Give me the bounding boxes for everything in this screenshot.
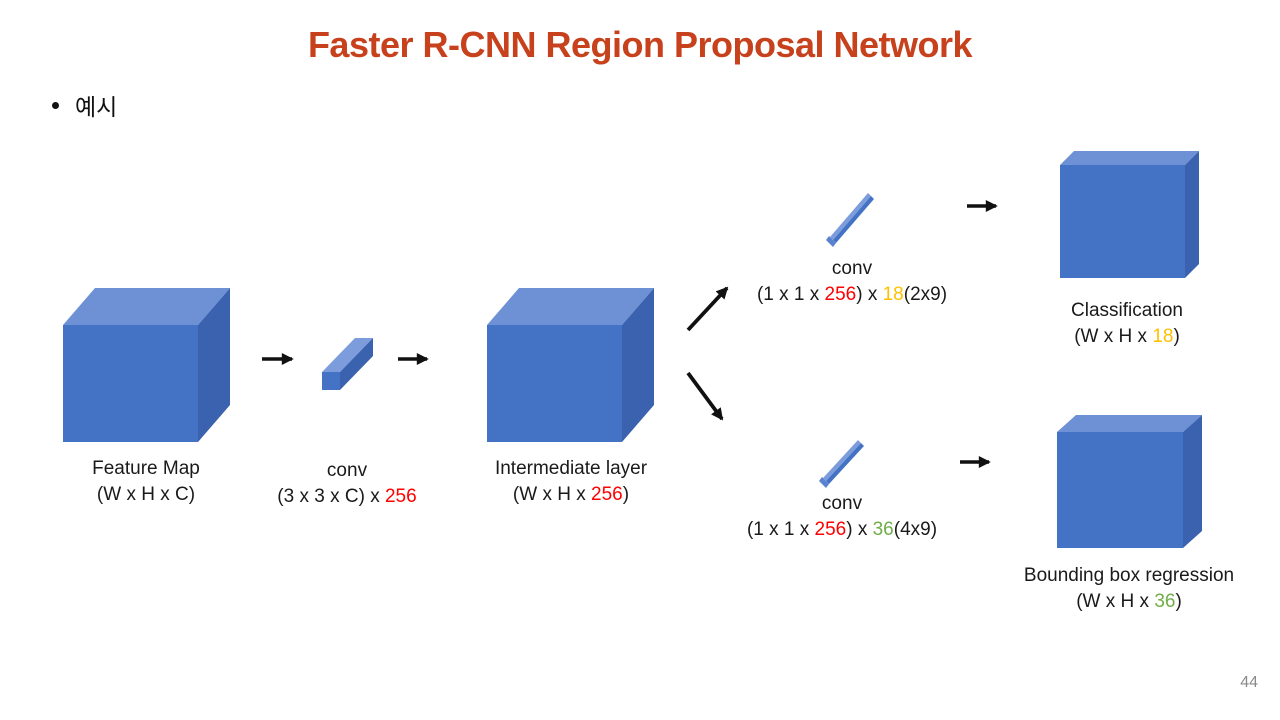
bbox-title: Bounding box regression (1023, 565, 1235, 586)
classification-label: Classification (W x H x 18) (1071, 298, 1183, 350)
cube-side-face (622, 288, 654, 442)
rod-light-edge (823, 440, 861, 481)
arrow-branch-down (686, 371, 724, 421)
feature-map-label: Feature Map (W x H x C) (92, 456, 200, 508)
rod-body (833, 196, 874, 243)
classification-dims: (W x H x 18) (1074, 326, 1180, 347)
bar-front-face (322, 372, 340, 390)
cube-front-face (63, 325, 198, 442)
cls-conv-highlight-256: 256 (824, 284, 857, 305)
cube-side-face (1185, 151, 1199, 278)
cube-side-face (198, 288, 230, 442)
bar-side-face (340, 338, 373, 390)
reg-conv-label: conv (1 x 1 x 256) x 36(4x9) (747, 491, 937, 543)
conv-filter-bar (322, 338, 373, 390)
reg-conv-highlight-256: 256 (814, 519, 847, 540)
cube-front-face (487, 325, 622, 442)
cube-top-face (63, 288, 230, 325)
bar-top-face (322, 338, 373, 372)
slide-title: Faster R-CNN Region Proposal Network (307, 24, 973, 65)
cube-front-face (1057, 432, 1183, 548)
reg-conv-dims: (1 x 1 x 256) x 36(4x9) (746, 519, 938, 540)
reg-conv-rod (819, 440, 864, 488)
classification-cube (1060, 151, 1199, 278)
intermediate-title: Intermediate layer (494, 458, 648, 479)
conv3x3-label: conv (3 x 3 x C) x 256 (277, 458, 416, 510)
conv3x3-highlight-256: 256 (384, 486, 417, 507)
cube-top-face (1057, 415, 1202, 432)
cls-conv-rod (826, 193, 874, 247)
cls-conv-title: conv (831, 258, 873, 279)
intermediate-layer-label: Intermediate layer (W x H x 256) (495, 456, 647, 508)
cube-top-face (487, 288, 654, 325)
reg-conv-highlight-36: 36 (872, 519, 894, 540)
bbox-regression-cube (1057, 415, 1202, 548)
cls-conv-dims: (1 x 1 x 256) x 18(2x9) (756, 284, 948, 305)
cls-conv-highlight-18: 18 (882, 284, 904, 305)
bullet-text: 예시 (75, 94, 118, 120)
bbox-regression-label: Bounding box regression (W x H x 36) (1024, 563, 1234, 615)
bullet-item: 예시 (52, 88, 117, 122)
rod-end-cap (819, 477, 829, 488)
bullet-dot-icon (52, 101, 59, 109)
intermediate-layer-cube (487, 288, 654, 442)
page-number: 44 (1240, 674, 1258, 691)
cls-conv-label: conv (1 x 1 x 256) x 18(2x9) (757, 256, 947, 308)
feature-map-dims: (W x H x C) (96, 484, 196, 505)
conv3x3-dims: (3 x 3 x C) x 256 (277, 486, 417, 507)
cube-front-face (1060, 165, 1185, 278)
classification-highlight-18: 18 (1152, 326, 1174, 347)
rod-body (826, 443, 864, 484)
bbox-dims: (W x H x 36) (1076, 591, 1182, 612)
arrow-branch-up (686, 286, 729, 332)
feature-map-title: Feature Map (92, 458, 200, 479)
rod-end-cap (826, 236, 836, 247)
feature-map-cube (63, 288, 230, 442)
cube-top-face (1060, 151, 1199, 165)
classification-title: Classification (1071, 300, 1183, 321)
reg-conv-title: conv (821, 493, 863, 514)
conv3x3-title: conv (326, 460, 368, 481)
cube-side-face (1183, 415, 1202, 548)
bbox-highlight-36: 36 (1154, 591, 1176, 612)
intermediate-highlight-256: 256 (591, 484, 623, 505)
rod-light-edge (830, 193, 871, 240)
intermediate-dims: (W x H x 256) (512, 484, 630, 505)
